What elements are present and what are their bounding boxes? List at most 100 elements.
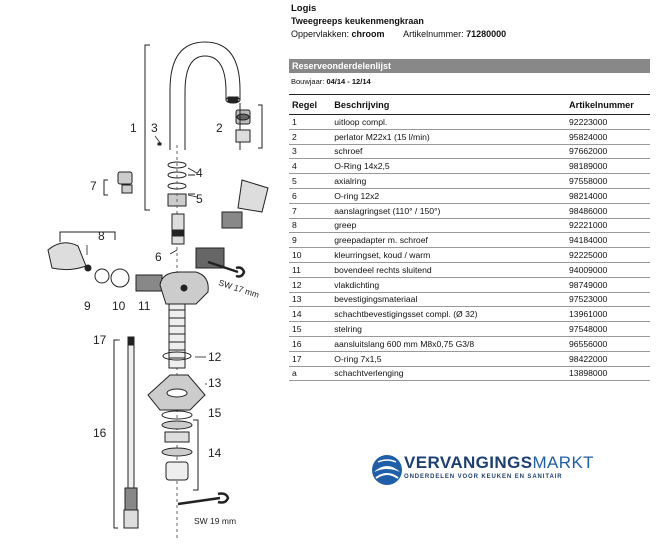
article-label: Artikelnummer: (403, 29, 464, 39)
row-artikelnummer: 92221000 (566, 218, 650, 234)
col-artikelnummer: Artikelnummer (566, 94, 650, 115)
row-regel: 16 (289, 336, 332, 352)
stop-ring-set (103, 171, 133, 196)
row-artikelnummer: 98749000 (566, 277, 650, 293)
right-handle (195, 179, 269, 269)
row-regel: 5 (289, 173, 332, 189)
row-artikelnummer: 98214000 (566, 188, 650, 204)
row-beschrijving: greepadapter m. schroef (331, 232, 567, 249)
product-meta: Oppervlakken: chroom Artikelnummer: 7128… (291, 29, 506, 40)
row-beschrijving: aansluitslang 600 mm M8x0,75 G3/8 (331, 336, 567, 352)
callout-1: 1 (130, 121, 137, 135)
row-beschrijving: bovendeel rechts sluitend (331, 262, 567, 278)
aerator (235, 103, 263, 150)
callout-11: 11 (138, 299, 151, 313)
row-artikelnummer: 98422000 (566, 351, 650, 367)
callout-16: 16 (93, 426, 107, 440)
logo-wordmark: VERVANGINGSMARKT (404, 453, 594, 473)
col-regel: Regel (289, 94, 332, 115)
row-beschrijving: schachtverlenging (331, 366, 567, 382)
row-regel: 13 (289, 292, 332, 308)
valve-stem (171, 213, 185, 245)
wrench-top-label: SW 17 mm (217, 277, 260, 299)
row-beschrijving: schroef (331, 144, 567, 160)
parts-list-title: Reserveonderdelenlijst (289, 59, 650, 73)
spout (169, 41, 241, 150)
build-years: Bouwjaar: 04/14 - 12/14 (291, 77, 371, 86)
row-beschrijving: stelring (331, 321, 567, 337)
callout-15: 15 (208, 406, 222, 420)
row-artikelnummer: 13898000 (566, 366, 650, 382)
callout-2: 2 (216, 121, 223, 135)
vervangingsmarkt-logo (372, 455, 402, 485)
callout-6: 6 (155, 250, 162, 264)
orings (167, 161, 195, 207)
callout-13: 13 (208, 376, 222, 390)
globe-icon (372, 455, 402, 485)
logo-word-bold: VERVANGINGS (404, 453, 533, 472)
callout-10: 10 (112, 299, 126, 313)
row-regel: 11 (289, 262, 332, 278)
row-artikelnummer: 98486000 (566, 203, 650, 219)
callout-8: 8 (98, 229, 105, 243)
callout-12: 12 (208, 350, 222, 364)
brand-title: Logis (291, 3, 317, 14)
row-artikelnummer: 97558000 (566, 173, 650, 189)
row-artikelnummer: 96556000 (566, 336, 650, 352)
row-regel: 8 (289, 218, 332, 234)
callout-5: 5 (196, 192, 203, 206)
wrench-bottom-label: SW 19 mm (194, 516, 236, 526)
row-artikelnummer: 92225000 (566, 247, 650, 263)
row-beschrijving: O-ring 12x2 (331, 188, 567, 204)
connection-hose (123, 336, 139, 529)
build-label: Bouwjaar: (291, 77, 325, 86)
row-beschrijving: schachtbevestigingsset compl. (Ø 32) (331, 306, 567, 323)
row-artikelnummer: 94184000 (566, 232, 650, 249)
row-artikelnummer: 94009000 (566, 262, 650, 278)
row-artikelnummer: 97523000 (566, 292, 650, 308)
callout-9: 9 (84, 299, 91, 313)
row-beschrijving: perlator M22x1 (15 l/min) (331, 129, 567, 145)
row-regel: 2 (289, 129, 332, 145)
row-regel: 6 (289, 188, 332, 204)
row-beschrijving: greep (331, 218, 567, 234)
row-beschrijving: bevestigingsmateriaal (331, 292, 567, 308)
left-handle (47, 231, 163, 292)
row-regel: 17 (289, 351, 332, 367)
row-regel: 3 (289, 144, 332, 160)
wrench-bottom-icon (177, 492, 230, 506)
row-artikelnummer: 98189000 (566, 158, 650, 175)
row-beschrijving: kleurringset, koud / warm (331, 247, 567, 263)
surface-value: chroom (351, 29, 385, 39)
shank-fixing-set (161, 410, 193, 481)
callout-4: 4 (196, 166, 203, 180)
callout-3: 3 (151, 121, 158, 135)
surface-label: Oppervlakken: (291, 29, 350, 39)
logo-tagline: ONDERDELEN VOOR KEUKEN EN SANITAIR (404, 474, 563, 480)
row-beschrijving: O-ring 7x1,5 (331, 351, 567, 367)
row-regel: 12 (289, 277, 332, 293)
row-artikelnummer: 13961000 (566, 306, 650, 323)
row-artikelnummer: 92223000 (566, 114, 650, 130)
row-beschrijving: vlakdichting (331, 277, 567, 293)
row-regel: 10 (289, 247, 332, 263)
row-regel: 14 (289, 306, 332, 323)
row-beschrijving: aanslagringset (110° / 150°) (331, 203, 567, 219)
